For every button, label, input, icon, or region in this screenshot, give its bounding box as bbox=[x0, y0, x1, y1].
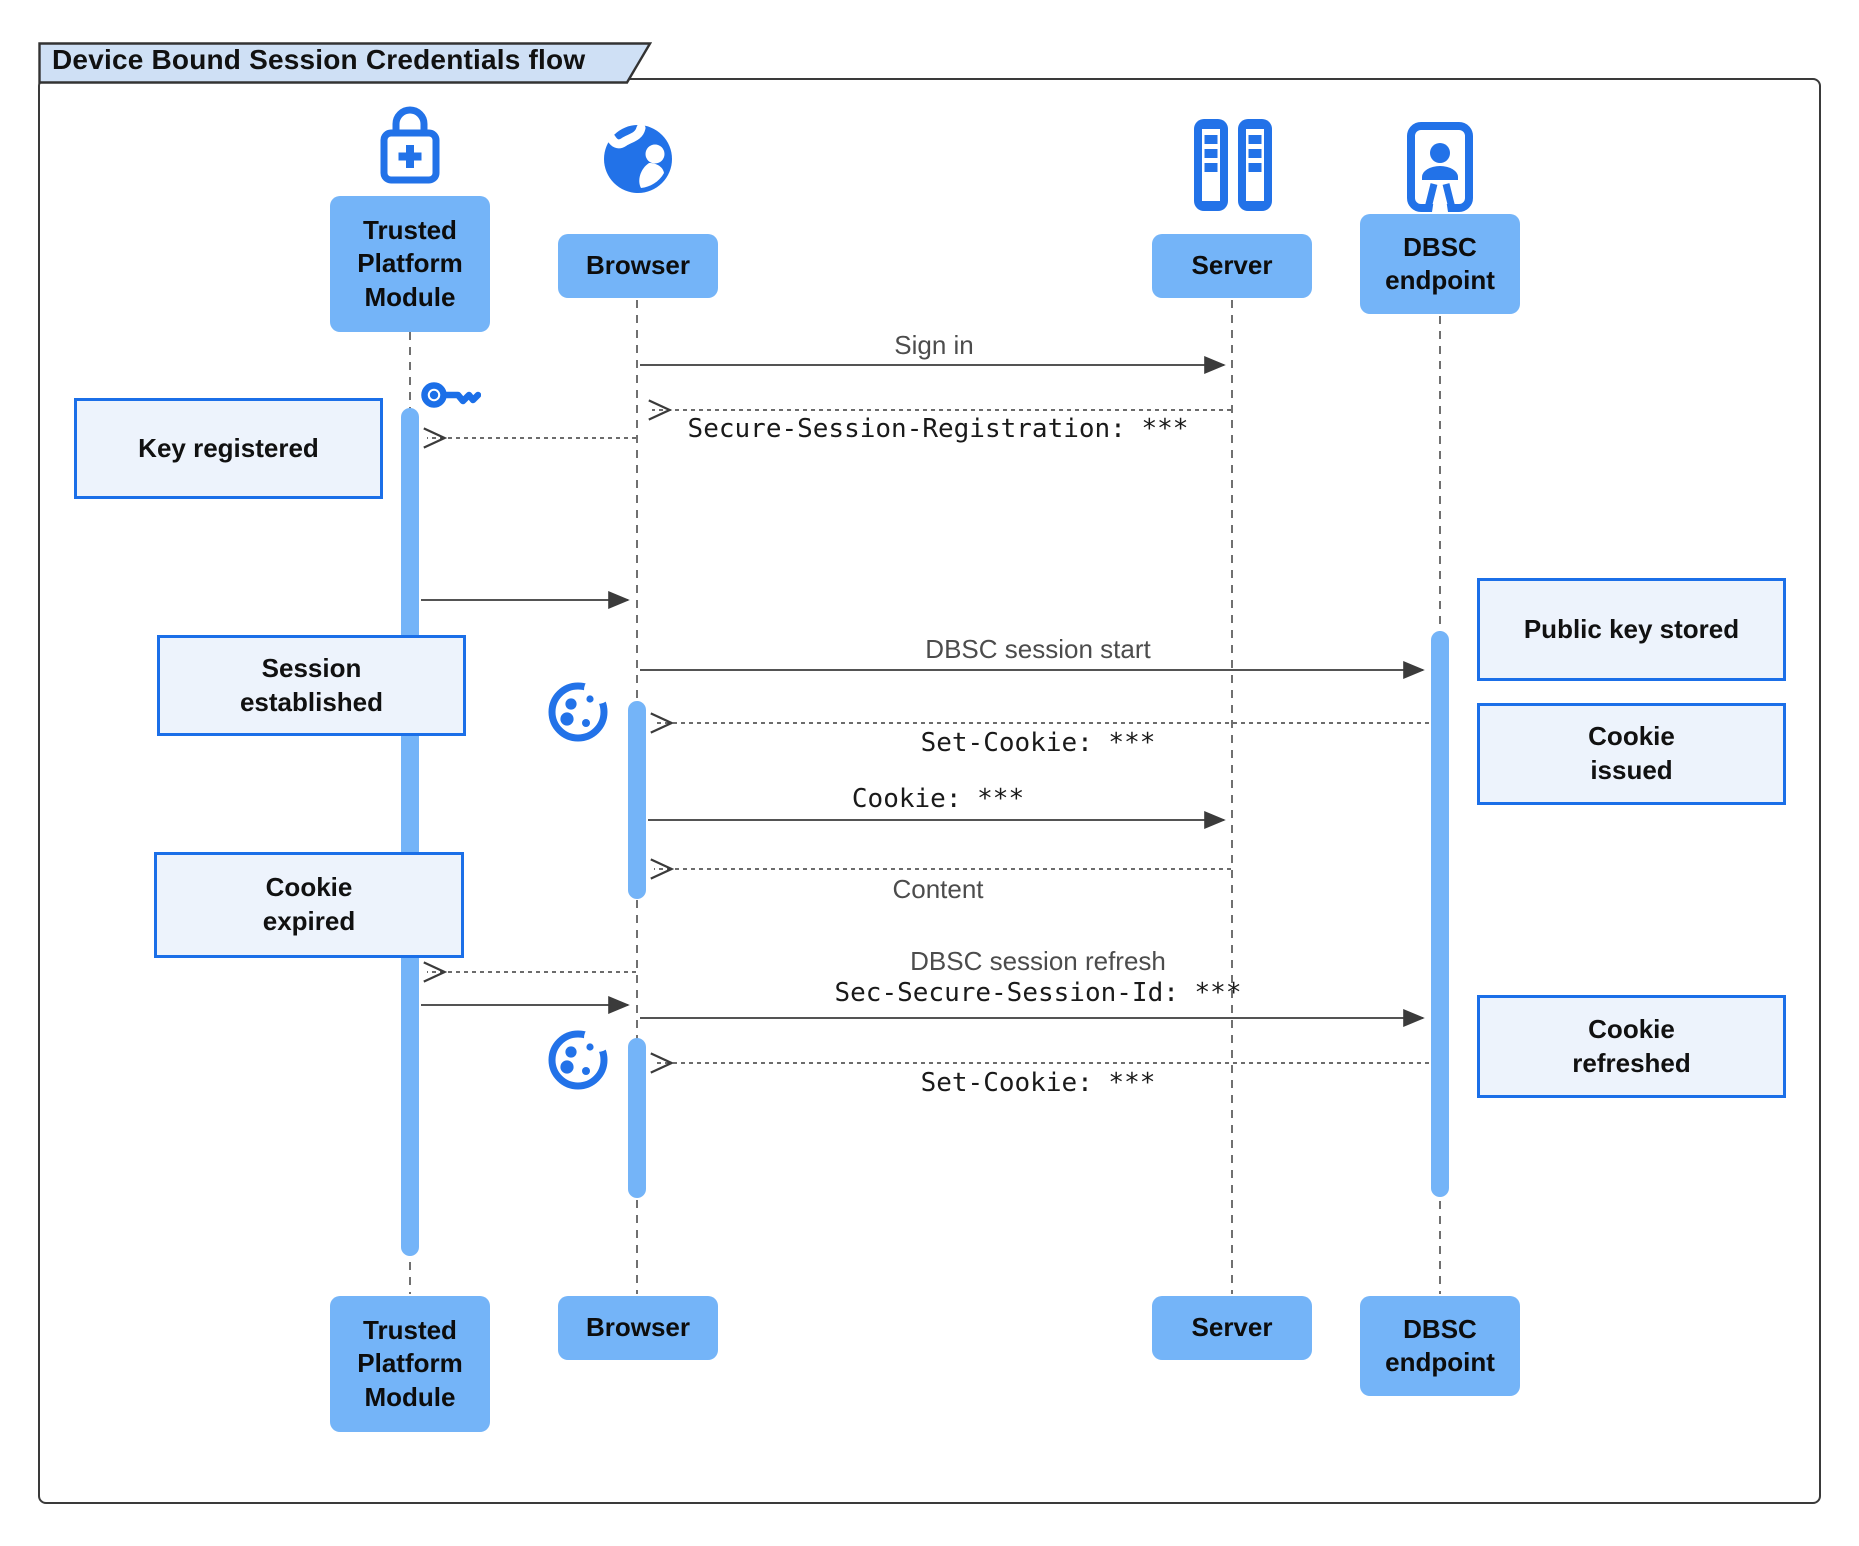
server-racks-icon bbox=[1194, 119, 1272, 211]
diagram-title: Device Bound Session Credentials flow bbox=[52, 44, 586, 75]
actor-tpm-bottom: Trusted Platform Module bbox=[330, 1296, 490, 1432]
note-cookie-expired: Cookie expired bbox=[154, 852, 464, 958]
msg-dbsc-session-start: DBSC session start bbox=[925, 634, 1151, 664]
activation-tpm bbox=[401, 408, 419, 1256]
actor-dbsc-bottom: DBSC endpoint bbox=[1360, 1296, 1520, 1396]
note-key-registered: Key registered bbox=[74, 398, 383, 499]
door-person-icon bbox=[1407, 122, 1473, 212]
note-cookie-refreshed: Cookie refreshed bbox=[1477, 995, 1786, 1098]
msg-secure-session-registration: Secure-Session-Registration: *** bbox=[687, 414, 1189, 444]
note-public-key-stored: Public key stored bbox=[1477, 578, 1786, 681]
note-cookie-issued: Cookie issued bbox=[1477, 703, 1786, 805]
msg-set-cookie-1: Set-Cookie: *** bbox=[920, 728, 1156, 758]
activation-browser-1 bbox=[628, 701, 646, 899]
msg-content: Content bbox=[892, 874, 984, 904]
cookie-icon bbox=[548, 1025, 612, 1090]
msg-sign-in: Sign in bbox=[894, 330, 974, 360]
key-icon bbox=[421, 382, 481, 408]
cookie-icon bbox=[548, 677, 612, 742]
activation-browser-2 bbox=[628, 1038, 646, 1198]
activation-dbsc bbox=[1431, 631, 1449, 1197]
actor-browser-bottom: Browser bbox=[558, 1296, 718, 1360]
globe-icon bbox=[604, 123, 672, 193]
msg-sec-secure-session-id: Sec-Secure-Session-Id: *** bbox=[834, 978, 1242, 1008]
actor-browser-top: Browser bbox=[558, 234, 718, 298]
actor-server-top: Server bbox=[1152, 234, 1312, 298]
actor-server-bottom: Server bbox=[1152, 1296, 1312, 1360]
msg-set-cookie-2: Set-Cookie: *** bbox=[920, 1068, 1156, 1098]
lock-plus-icon bbox=[380, 106, 440, 184]
actor-tpm-top: Trusted Platform Module bbox=[330, 196, 490, 332]
note-session-established: Session established bbox=[157, 635, 466, 736]
diagram-border bbox=[38, 78, 1821, 1504]
actor-dbsc-top: DBSC endpoint bbox=[1360, 214, 1520, 314]
title-tab bbox=[38, 42, 652, 84]
msg-cookie: Cookie: *** bbox=[851, 784, 1025, 814]
msg-dbsc-session-refresh: DBSC session refresh bbox=[910, 946, 1166, 976]
